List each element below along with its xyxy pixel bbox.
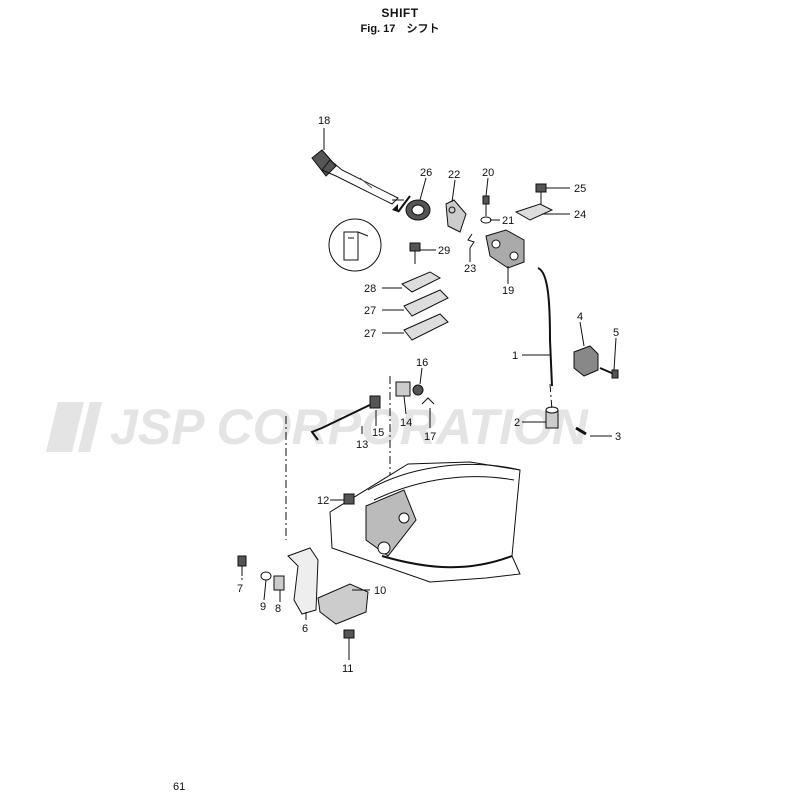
callout-1: 1 xyxy=(512,350,518,362)
shift-rod-part-13 xyxy=(310,401,377,441)
plate-part-27b xyxy=(403,313,449,341)
oil-seal-part-26 xyxy=(405,199,431,221)
callout-9: 9 xyxy=(260,601,266,613)
callout-26: 26 xyxy=(420,167,432,179)
callout-11: 11 xyxy=(342,663,353,675)
callout-5: 5 xyxy=(613,327,619,339)
callout-19: 19 xyxy=(502,285,514,297)
callout-4: 4 xyxy=(577,311,583,323)
callout-3: 3 xyxy=(615,431,621,443)
bolt-part-25 xyxy=(535,183,547,204)
bracket-part-19 xyxy=(485,229,525,269)
callout-27-upper: 27 xyxy=(364,305,376,317)
washer-part-21 xyxy=(480,216,492,224)
shift-rod-part-1 xyxy=(537,267,553,387)
washer-part-9 xyxy=(260,571,272,581)
callout-24: 24 xyxy=(574,209,586,221)
nut-part-15 xyxy=(369,395,381,409)
bolt-part-29 xyxy=(409,242,421,264)
page-number: 61 xyxy=(173,781,186,793)
clamp-bracket-housing xyxy=(329,461,521,583)
callout-16: 16 xyxy=(416,357,428,369)
bolt-part-11 xyxy=(343,629,355,650)
callout-20: 20 xyxy=(482,167,494,179)
detail-inset-circle xyxy=(328,218,382,272)
plate-part-24 xyxy=(514,203,554,221)
jsp-corporation-watermark: JSP CORPORATION xyxy=(46,399,589,455)
callout-7: 7 xyxy=(237,583,243,595)
leader-lines xyxy=(241,128,617,660)
callout-10: 10 xyxy=(374,585,386,597)
pin-part-3 xyxy=(575,426,587,436)
clip-part-23 xyxy=(467,233,475,249)
bolt-part-7 xyxy=(237,555,247,576)
callout-21: 21 xyxy=(502,215,514,227)
clip-part-17 xyxy=(421,397,435,405)
figure-label: Fig. 17 シフト xyxy=(0,20,800,36)
callout-14: 14 xyxy=(400,417,412,429)
part-callouts: 18 26 22 20 21 23 19 25 24 29 28 27 27 4… xyxy=(237,115,621,675)
plate-part-27a xyxy=(403,289,449,317)
plate-part-28 xyxy=(401,271,442,293)
nut-part-12 xyxy=(343,493,355,505)
callout-25: 25 xyxy=(574,183,586,195)
screw-part-5 xyxy=(599,367,619,379)
callout-27-lower: 27 xyxy=(364,328,376,340)
washer-part-16 xyxy=(412,384,424,396)
bolt-part-20 xyxy=(482,195,490,216)
arrow-to-detail xyxy=(397,195,411,213)
callout-23: 23 xyxy=(464,263,476,275)
callout-18: 18 xyxy=(318,115,330,127)
cam-part-10 xyxy=(317,583,369,625)
callout-22: 22 xyxy=(448,169,460,181)
figure-japanese-title: シフト xyxy=(406,23,440,35)
connector-part-2 xyxy=(545,406,559,429)
callout-6: 6 xyxy=(302,623,308,635)
shift-lever-part-22 xyxy=(445,199,467,233)
callout-2: 2 xyxy=(514,417,520,429)
callout-28: 28 xyxy=(364,283,376,295)
shift-shaft-part-18 xyxy=(311,149,404,205)
rod-joint-part-4 xyxy=(573,345,599,377)
watermark-text: JSP CORPORATION xyxy=(110,399,589,455)
figure-number: Fig. 17 xyxy=(360,23,396,35)
callout-12: 12 xyxy=(317,495,329,507)
callout-17: 17 xyxy=(424,431,436,443)
callout-15: 15 xyxy=(372,427,384,439)
callout-29: 29 xyxy=(438,245,450,257)
diagram-title: SHIFT xyxy=(381,6,419,20)
collar-part-8 xyxy=(273,575,285,591)
callout-8: 8 xyxy=(275,603,281,615)
callout-13: 13 xyxy=(356,439,368,451)
shift-lever-part-6 xyxy=(287,547,319,615)
collar-part-14 xyxy=(395,381,411,397)
